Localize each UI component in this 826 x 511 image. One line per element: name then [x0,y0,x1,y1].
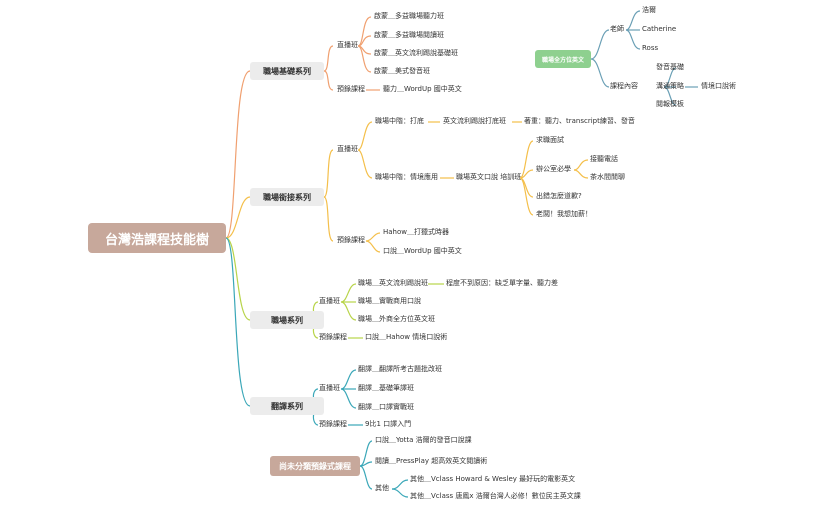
translation-live-item[interactable]: 翻譯＿基礎筆譯班 [358,384,414,392]
side-content-label[interactable]: 課程內容 [610,82,638,90]
work-note[interactable]: 程度不到原因：缺乏單字量、聽力差 [446,279,558,287]
advanced-topic[interactable]: 老闆！我想加薪！ [536,210,592,218]
branch-translation[interactable]: 翻譯系列 [250,397,324,415]
translation-live-item[interactable]: 翻譯＿翻譯所考古題批改班 [358,365,442,373]
translation-recorded-label[interactable]: 預錄課程 [319,420,347,428]
root-topic[interactable]: 台灣浩課程技能樹 [88,223,226,253]
unclassified-other-item[interactable]: 其他＿Vclass Howard & Wesley 最好玩的電影英文 [410,475,576,483]
content-item[interactable]: 發音基礎 [656,63,684,71]
advanced-topic[interactable]: 出錯怎麼道歉? [536,192,582,200]
office-item[interactable]: 接聽電話 [590,155,618,163]
advanced-line1-course[interactable]: 英文流利踢說打底班 [443,117,506,125]
basic-live-label[interactable]: 直播班 [337,41,358,49]
work-live-label[interactable]: 直播班 [319,297,340,305]
branch-work[interactable]: 職場系列 [250,311,324,329]
basic-live-item[interactable]: 啟蒙＿多益職場閱讀班 [374,31,444,39]
advanced-topic[interactable]: 求職面試 [536,136,564,144]
unclassified-topic[interactable]: 尚未分類預錄式課程 [270,456,360,476]
basic-live-item[interactable]: 啟蒙＿多益職場聽力班 [374,12,444,20]
advanced-line1-focus[interactable]: 著重：聽力、transcript練習、發音 [524,117,635,125]
advanced-line1[interactable]: 職場中階：打底 [375,117,424,125]
advanced-topic[interactable]: 辦公室必學 [536,165,571,173]
advanced-line2[interactable]: 職場中階：情境應用 [375,173,438,181]
work-live-item[interactable]: 職場＿英文流利踢說班 [358,279,428,287]
basic-live-item[interactable]: 啟蒙＿英文流利踢說基礎班 [374,49,458,57]
content-item[interactable]: 閱報模板 [656,100,684,108]
advanced-recorded-label[interactable]: 預錄課程 [337,236,365,244]
advanced-line2-course[interactable]: 職場英文口說 培訓班 [456,173,522,181]
branch-basic[interactable]: 職場基礎系列 [250,62,324,80]
work-live-item[interactable]: 職場＿外商全方位英文班 [358,315,435,323]
basic-recorded-item[interactable]: 聽力＿WordUp 國中英文 [383,85,462,93]
branch-advanced[interactable]: 職場銜接系列 [250,188,324,206]
side-teacher-label[interactable]: 老師 [610,25,624,33]
translation-live-label[interactable]: 直播班 [319,384,340,392]
unclassified-other-item[interactable]: 其他＿Vclass 唐鳳x 浩爾台灣人必修！數位民主英文課 [410,492,581,500]
work-recorded-item[interactable]: 口說＿Hahow 情境口說術 [365,333,448,341]
strategy-child[interactable]: 情境口說術 [701,82,736,90]
advanced-live-label[interactable]: 直播班 [337,145,358,153]
basic-live-item[interactable]: 啟蒙＿美式發音班 [374,67,430,75]
teacher-name[interactable]: Ross [642,44,659,52]
unclassified-other-label[interactable]: 其他 [375,484,389,492]
advanced-recorded-item[interactable]: Hahow＿打獵式時器 [383,228,449,236]
teacher-name[interactable]: 浩爾 [642,6,656,14]
content-item[interactable]: 溝通策略 [656,82,684,90]
unclassified-item[interactable]: 口說＿Yotta 浩爾的發音口說課 [375,436,472,444]
office-item[interactable]: 茶水間閒聊 [590,173,625,181]
translation-live-item[interactable]: 翻譯＿口譯實戰班 [358,403,414,411]
unclassified-item[interactable]: 閱讀＿PressPlay 超高效英文閱讀術 [375,457,488,465]
basic-recorded-label[interactable]: 預錄課程 [337,85,365,93]
side-topic-box[interactable]: 職場全方位英文 [535,50,591,68]
work-recorded-label[interactable]: 預錄課程 [319,333,347,341]
translation-recorded-item[interactable]: 9比1 口譯入門 [365,420,412,428]
teacher-name[interactable]: Catherine [642,25,677,33]
advanced-recorded-item[interactable]: 口說＿WordUp 國中英文 [383,247,462,255]
work-live-item[interactable]: 職場＿實戰商用口說 [358,297,421,305]
